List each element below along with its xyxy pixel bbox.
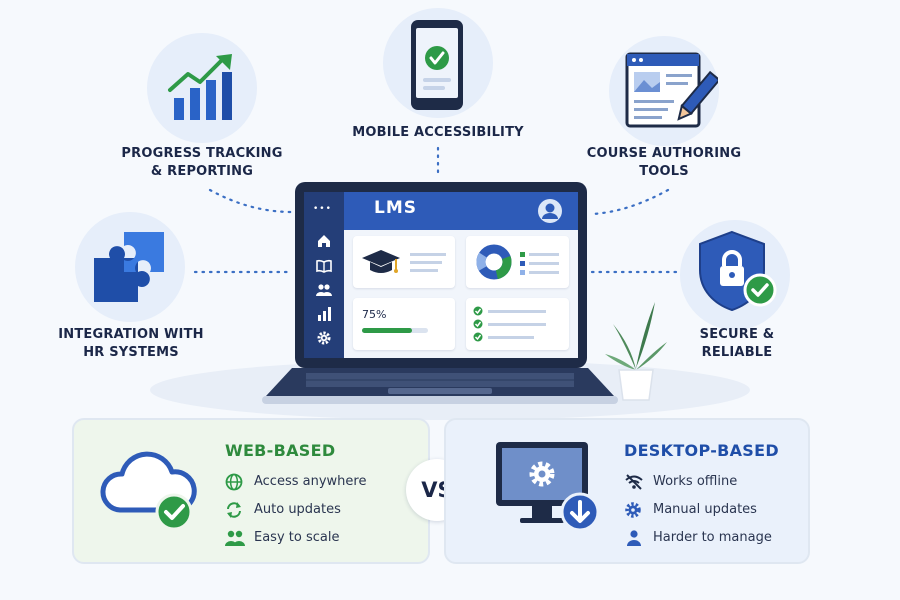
lms-sidebar	[304, 192, 344, 358]
globe-icon	[225, 473, 243, 491]
menu-dots[interactable]: •••	[313, 204, 332, 214]
secure-reliable-label: SECURE & RELIABLE	[699, 327, 775, 360]
cloud-check-icon	[100, 451, 197, 531]
smartphone-check-icon	[411, 20, 463, 110]
course-card-line	[410, 253, 446, 256]
course-card-line	[410, 261, 442, 264]
progress-fill	[362, 328, 412, 333]
legend-line	[529, 253, 559, 256]
user-avatar-icon[interactable]	[537, 198, 563, 224]
person-icon	[627, 530, 641, 546]
users-icon[interactable]	[316, 282, 332, 298]
connector-authoring	[590, 188, 670, 216]
document-pencil-icon	[625, 52, 718, 128]
web-item-updates: Auto updates	[254, 502, 341, 517]
progress-value: 75%	[362, 308, 387, 321]
book-icon[interactable]	[316, 258, 332, 274]
settings-gear-icon[interactable]	[316, 330, 332, 346]
integration-label: INTEGRATION WITH HR SYSTEMS	[58, 327, 204, 360]
desktop-item-manage: Harder to manage	[653, 530, 772, 545]
progress-icon-circle	[147, 33, 257, 143]
gear-icon	[625, 502, 641, 518]
web-item-access: Access anywhere	[254, 474, 367, 489]
connector-lines	[193, 146, 682, 274]
lms-title: LMS	[374, 198, 417, 218]
desktop-item-offline: Works offline	[653, 474, 738, 489]
legend-swatch	[520, 261, 525, 266]
desktop-item-updates: Manual updates	[653, 502, 757, 517]
home-icon[interactable]	[316, 233, 332, 249]
connector-progress	[208, 188, 294, 214]
progress-tracking-label: PROGRESS TRACKING & REPORTING	[121, 146, 283, 179]
graduation-cap-icon	[362, 250, 400, 273]
monitor-gear-download-icon	[496, 442, 600, 532]
checklist-icon	[473, 306, 546, 342]
desktop-based-title: DESKTOP-BASED	[624, 441, 779, 460]
potted-plant-icon	[605, 302, 667, 401]
bar-chart-icon[interactable]	[316, 306, 332, 322]
legend-swatch	[520, 252, 525, 257]
legend-line	[529, 271, 559, 274]
lms-dashboard: ••• LMS 75%	[304, 192, 578, 358]
progress-card[interactable]	[353, 298, 455, 350]
donut-chart-icon	[476, 244, 512, 280]
shield-lock-icon	[699, 230, 777, 312]
lms-header-bar	[304, 192, 578, 230]
bar-chart-growth-icon	[168, 54, 232, 120]
web-based-title: WEB-BASED	[225, 441, 336, 460]
legend-swatch	[520, 270, 525, 275]
course-card-line	[410, 269, 438, 272]
legend-line	[529, 262, 559, 265]
wifi-off-icon	[625, 474, 643, 490]
puzzle-icon	[94, 232, 164, 302]
web-item-scale: Easy to scale	[254, 530, 340, 545]
mobile-accessibility-label: MOBILE ACCESSIBILITY	[352, 125, 524, 140]
people-icon	[225, 530, 245, 546]
progress-track	[362, 328, 428, 333]
course-authoring-label: COURSE AUTHORING TOOLS	[586, 146, 742, 179]
refresh-icon	[227, 502, 241, 518]
laptop-keyboard-base	[262, 368, 618, 404]
